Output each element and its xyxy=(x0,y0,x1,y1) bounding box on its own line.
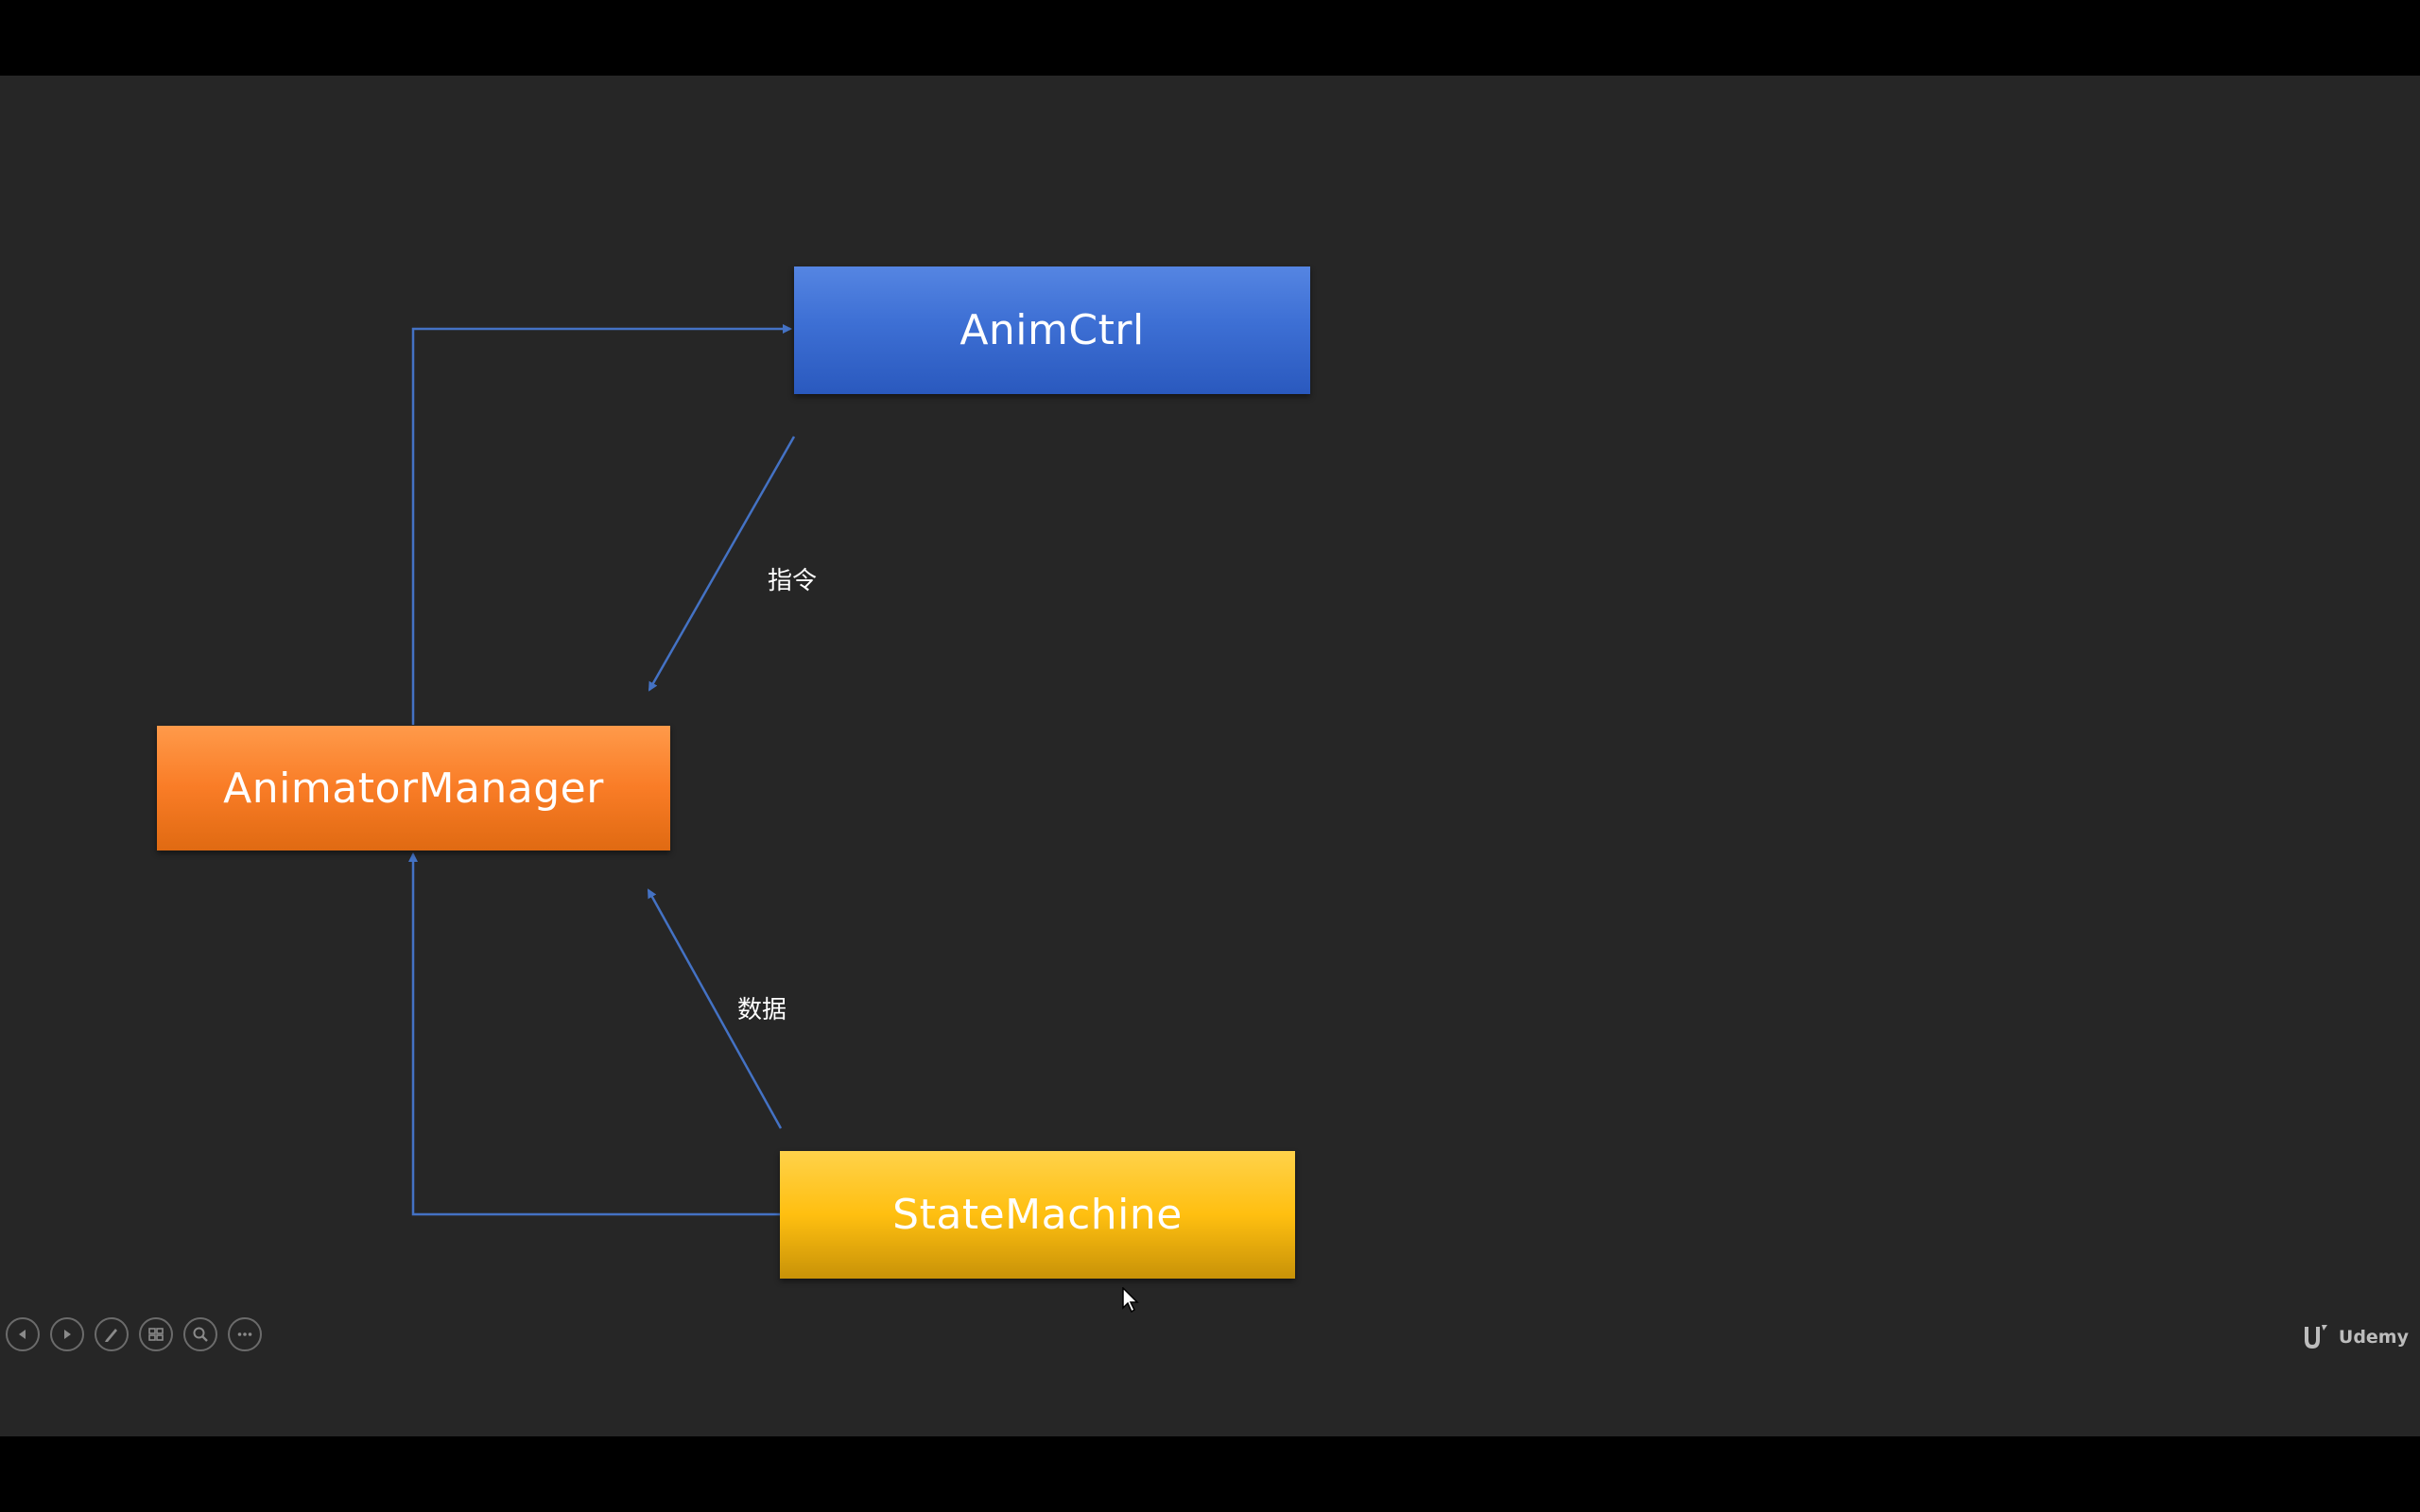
connector-layer xyxy=(408,324,796,1216)
previous-slide-button[interactable] xyxy=(6,1317,40,1351)
udemy-watermark: Udemy xyxy=(2299,1323,2409,1351)
see-all-slides-button[interactable] xyxy=(139,1317,173,1351)
slide-canvas: AnimCtrl AnimatorManager StateMachine 指令… xyxy=(0,76,2420,1436)
edge-label-data: 数据 xyxy=(737,996,787,1024)
node-statemachine: StateMachine xyxy=(780,1151,1295,1279)
node-statemachine-label: StateMachine xyxy=(892,1191,1183,1239)
more-options-button[interactable] xyxy=(228,1317,262,1351)
udemy-logo-icon xyxy=(2304,1325,2327,1349)
edge-animctrl-to-manager xyxy=(648,436,796,692)
node-animctrl: AnimCtrl xyxy=(794,266,1310,394)
edge-statemachine-to-manager-data xyxy=(647,888,783,1129)
next-icon xyxy=(64,1330,71,1339)
node-animatormanager: AnimatorManager xyxy=(157,726,670,850)
pen-icon xyxy=(105,1329,117,1342)
zoom-button[interactable] xyxy=(183,1317,217,1351)
node-animctrl-label: AnimCtrl xyxy=(959,306,1145,354)
presentation-toolbar xyxy=(6,1317,262,1351)
mouse-cursor-icon xyxy=(1122,1287,1139,1314)
node-animatormanager-label: AnimatorManager xyxy=(223,764,604,813)
pen-tool-button[interactable] xyxy=(95,1317,129,1351)
previous-icon xyxy=(19,1330,26,1339)
zoom-icon xyxy=(193,1327,208,1342)
next-slide-button[interactable] xyxy=(50,1317,84,1351)
edge-label-instruction: 指令 xyxy=(768,567,818,595)
slides-icon xyxy=(148,1328,164,1341)
more-icon xyxy=(237,1332,252,1336)
udemy-brand-text: Udemy xyxy=(2338,1327,2409,1348)
edge-manager-to-animctrl xyxy=(411,324,792,725)
edge-statemachine-to-manager xyxy=(408,852,780,1216)
